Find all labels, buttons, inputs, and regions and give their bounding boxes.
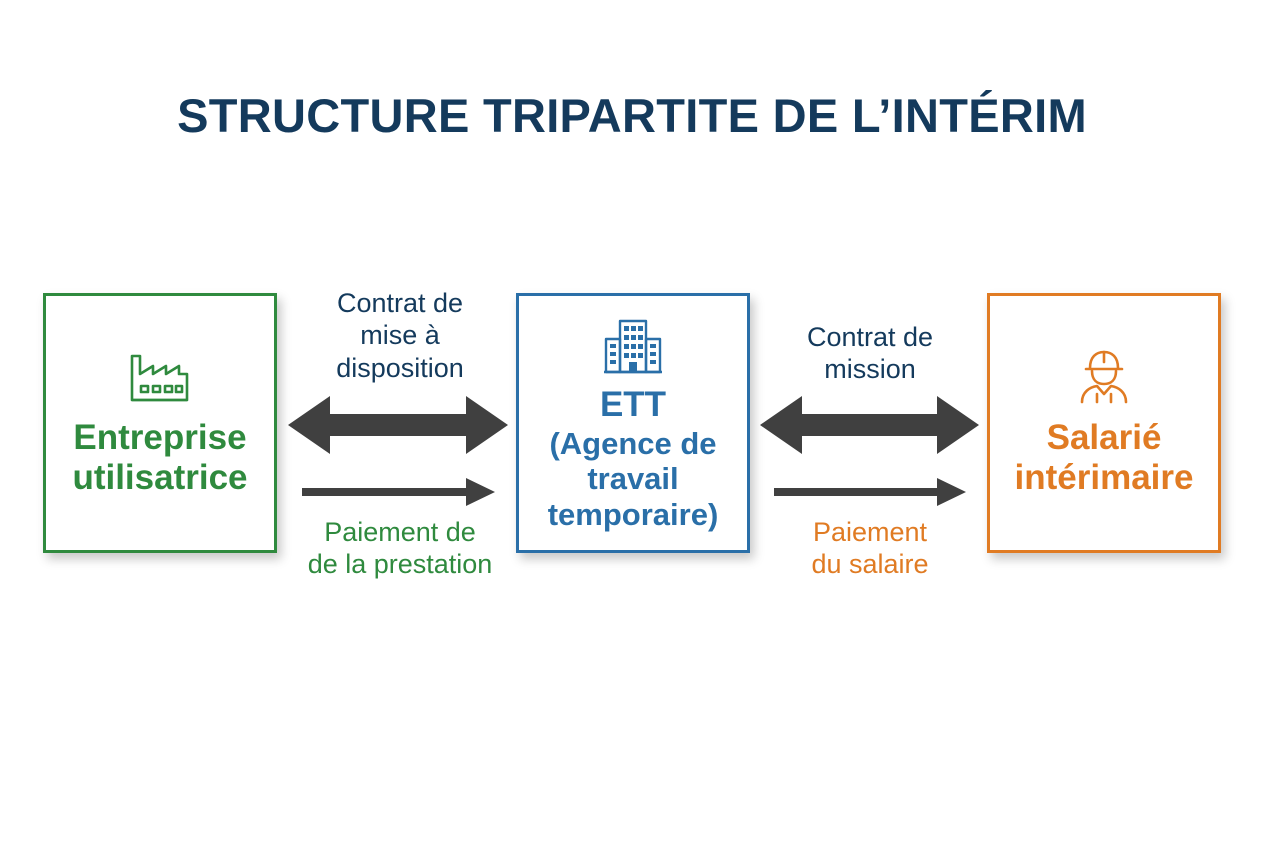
label-paiement-salaire-line2: du salaire bbox=[811, 549, 929, 580]
label-contrat-mise-line3: disposition bbox=[336, 352, 464, 383]
label-contrat-mission-line2: mission bbox=[824, 354, 916, 385]
label-paiement-prestation-line2: de la prestation bbox=[307, 549, 493, 580]
double-arrow-contrat-mise-a-disposition bbox=[288, 396, 508, 454]
node-salarie-interimaire: Salarié intérimaire bbox=[987, 293, 1221, 553]
node-entreprise-line1: Entreprise bbox=[73, 417, 247, 457]
office-building-icon bbox=[604, 320, 662, 374]
double-arrow-contrat-de-mission bbox=[760, 396, 979, 454]
factory-icon bbox=[130, 354, 189, 402]
label-contrat-mise-a-disposition: Contrat de mise à disposition bbox=[290, 287, 510, 384]
label-paiement-prestation-line1: Paiement de bbox=[324, 517, 476, 547]
label-paiement-salaire: Paiement du salaire bbox=[765, 516, 975, 581]
label-contrat-de-mission: Contrat de mission bbox=[760, 321, 980, 386]
node-ett-line1: ETT bbox=[599, 385, 667, 425]
node-entreprise-utilisatrice: Entreprise utilisatrice bbox=[43, 293, 277, 553]
label-paiement-salaire-line1: Paiement bbox=[812, 517, 928, 547]
label-contrat-mise-line1: Contrat de bbox=[336, 288, 464, 318]
node-ett-line3: travail bbox=[587, 461, 679, 497]
diagram-title: STRUCTURE TRIPARTITE DE L’INTÉRIM bbox=[177, 89, 1087, 142]
node-ett-line4: temporaire) bbox=[547, 496, 719, 532]
label-contrat-mission-line1: Contrat de bbox=[806, 322, 934, 352]
arrow-paiement-salaire bbox=[774, 478, 966, 506]
node-ett-line2: (Agence de bbox=[549, 425, 717, 461]
arrow-paiement-prestation bbox=[302, 478, 495, 506]
node-entreprise-line2: utilisatrice bbox=[72, 458, 248, 497]
worker-helmet-icon bbox=[1080, 350, 1128, 404]
node-ett: ETT (Agence de travail temporaire) bbox=[516, 293, 750, 553]
node-salarie-line2: intérimaire bbox=[1014, 458, 1194, 497]
node-salarie-line1: Salarié bbox=[1046, 417, 1162, 457]
label-contrat-mise-line2: mise à bbox=[360, 320, 440, 351]
label-paiement-prestation: Paiement de de la prestation bbox=[285, 516, 515, 581]
